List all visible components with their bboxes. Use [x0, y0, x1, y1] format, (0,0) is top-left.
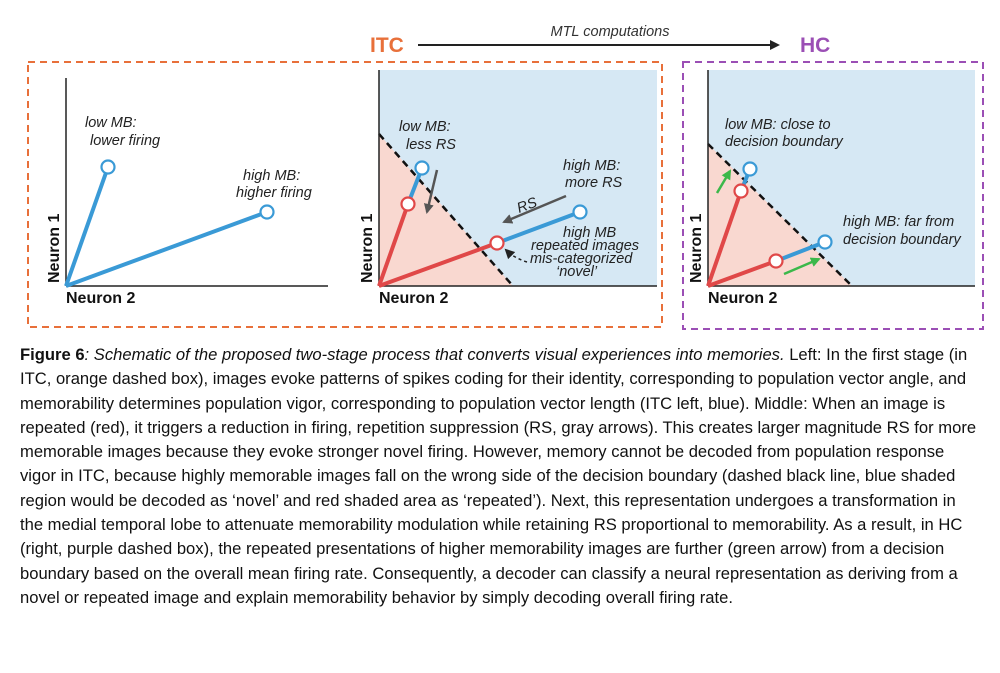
left-panel: low MB: lower firing high MB: higher fir… [46, 78, 328, 307]
left-low-label-1: low MB: [85, 115, 137, 131]
left-high-label-2: higher firing [236, 185, 312, 201]
left-low-label-2: lower firing [90, 133, 160, 149]
right-high-green-arrow [783, 257, 821, 276]
middle-low-label-1: low MB: [399, 119, 451, 135]
middle-y-label: Neuron 1 [359, 214, 376, 283]
middle-panel: low MB: less RS high MB: more RS RS high… [359, 70, 657, 307]
itc-box [27, 61, 663, 328]
right-low-repeat-vector [706, 190, 743, 287]
left-high-point [259, 204, 275, 220]
middle-miscat-label-1: high MB [563, 225, 617, 241]
right-low-label-1: low MB: close to [725, 117, 831, 133]
middle-high-novel-point [572, 204, 588, 220]
right-low-green-arrow [715, 169, 732, 194]
middle-high-label-1: high MB: [563, 158, 620, 174]
middle-high-rs-arrow [502, 194, 567, 224]
middle-miscat-label-2: repeated images [531, 238, 639, 254]
hc-title: HC [800, 34, 830, 57]
right-high-label-1: high MB: far from [843, 214, 954, 230]
left-low-vector [64, 166, 110, 287]
right-panel: low MB: close to decision boundary high … [688, 70, 975, 307]
caption-title: : Schematic of the proposed two-stage pr… [84, 345, 785, 364]
mtl-arrow-label: MTL computations [550, 24, 669, 40]
middle-decision-boundary [378, 133, 514, 287]
right-x-label: Neuron 2 [708, 290, 777, 307]
middle-low-rs-arrow [423, 169, 439, 214]
middle-low-repeat-vector [377, 203, 410, 287]
right-high-repeat-point [768, 253, 784, 269]
middle-high-novel-segment [496, 210, 581, 245]
caption-body: Left: In the first stage (in ITC, orange… [20, 345, 977, 607]
middle-miscat-label-3: mis-categorized [530, 251, 633, 267]
right-low-repeat-point [733, 183, 749, 199]
middle-rs-label: RS [515, 195, 540, 217]
middle-miscat-label-4: ‘novel’ [556, 264, 598, 280]
left-low-point [100, 159, 116, 175]
figure-caption: Figure 6: Schematic of the proposed two-… [20, 343, 982, 610]
left-high-vector [65, 210, 268, 288]
left-x-label: Neuron 2 [66, 290, 135, 307]
middle-high-label-2: more RS [565, 175, 623, 191]
itc-title: ITC [370, 34, 404, 57]
middle-high-repeat-vector [378, 241, 498, 288]
left-high-label-1: high MB: [243, 168, 300, 184]
right-high-repeat-vector [707, 259, 777, 288]
right-y-label: Neuron 1 [688, 214, 705, 283]
schematic-figure: ITC MTL computations HC low MB: lower fi… [27, 24, 984, 330]
left-y-label: Neuron 1 [46, 214, 63, 283]
right-low-label-2: decision boundary [725, 134, 843, 150]
caption-figure-label: Figure 6 [20, 345, 85, 364]
hc-box [682, 61, 984, 330]
middle-x-label: Neuron 2 [379, 290, 448, 307]
right-low-novel-point [742, 161, 758, 177]
right-high-novel-point [817, 234, 833, 250]
middle-low-repeat-point [400, 196, 416, 212]
right-high-label-2: decision boundary [843, 232, 961, 248]
middle-low-label-2: less RS [406, 137, 456, 153]
right-decision-boundary [707, 143, 853, 287]
middle-miscat-pointer [504, 248, 528, 263]
right-high-novel-segment [775, 240, 826, 263]
middle-high-repeat-point [489, 235, 505, 251]
middle-low-novel-point [414, 160, 430, 176]
